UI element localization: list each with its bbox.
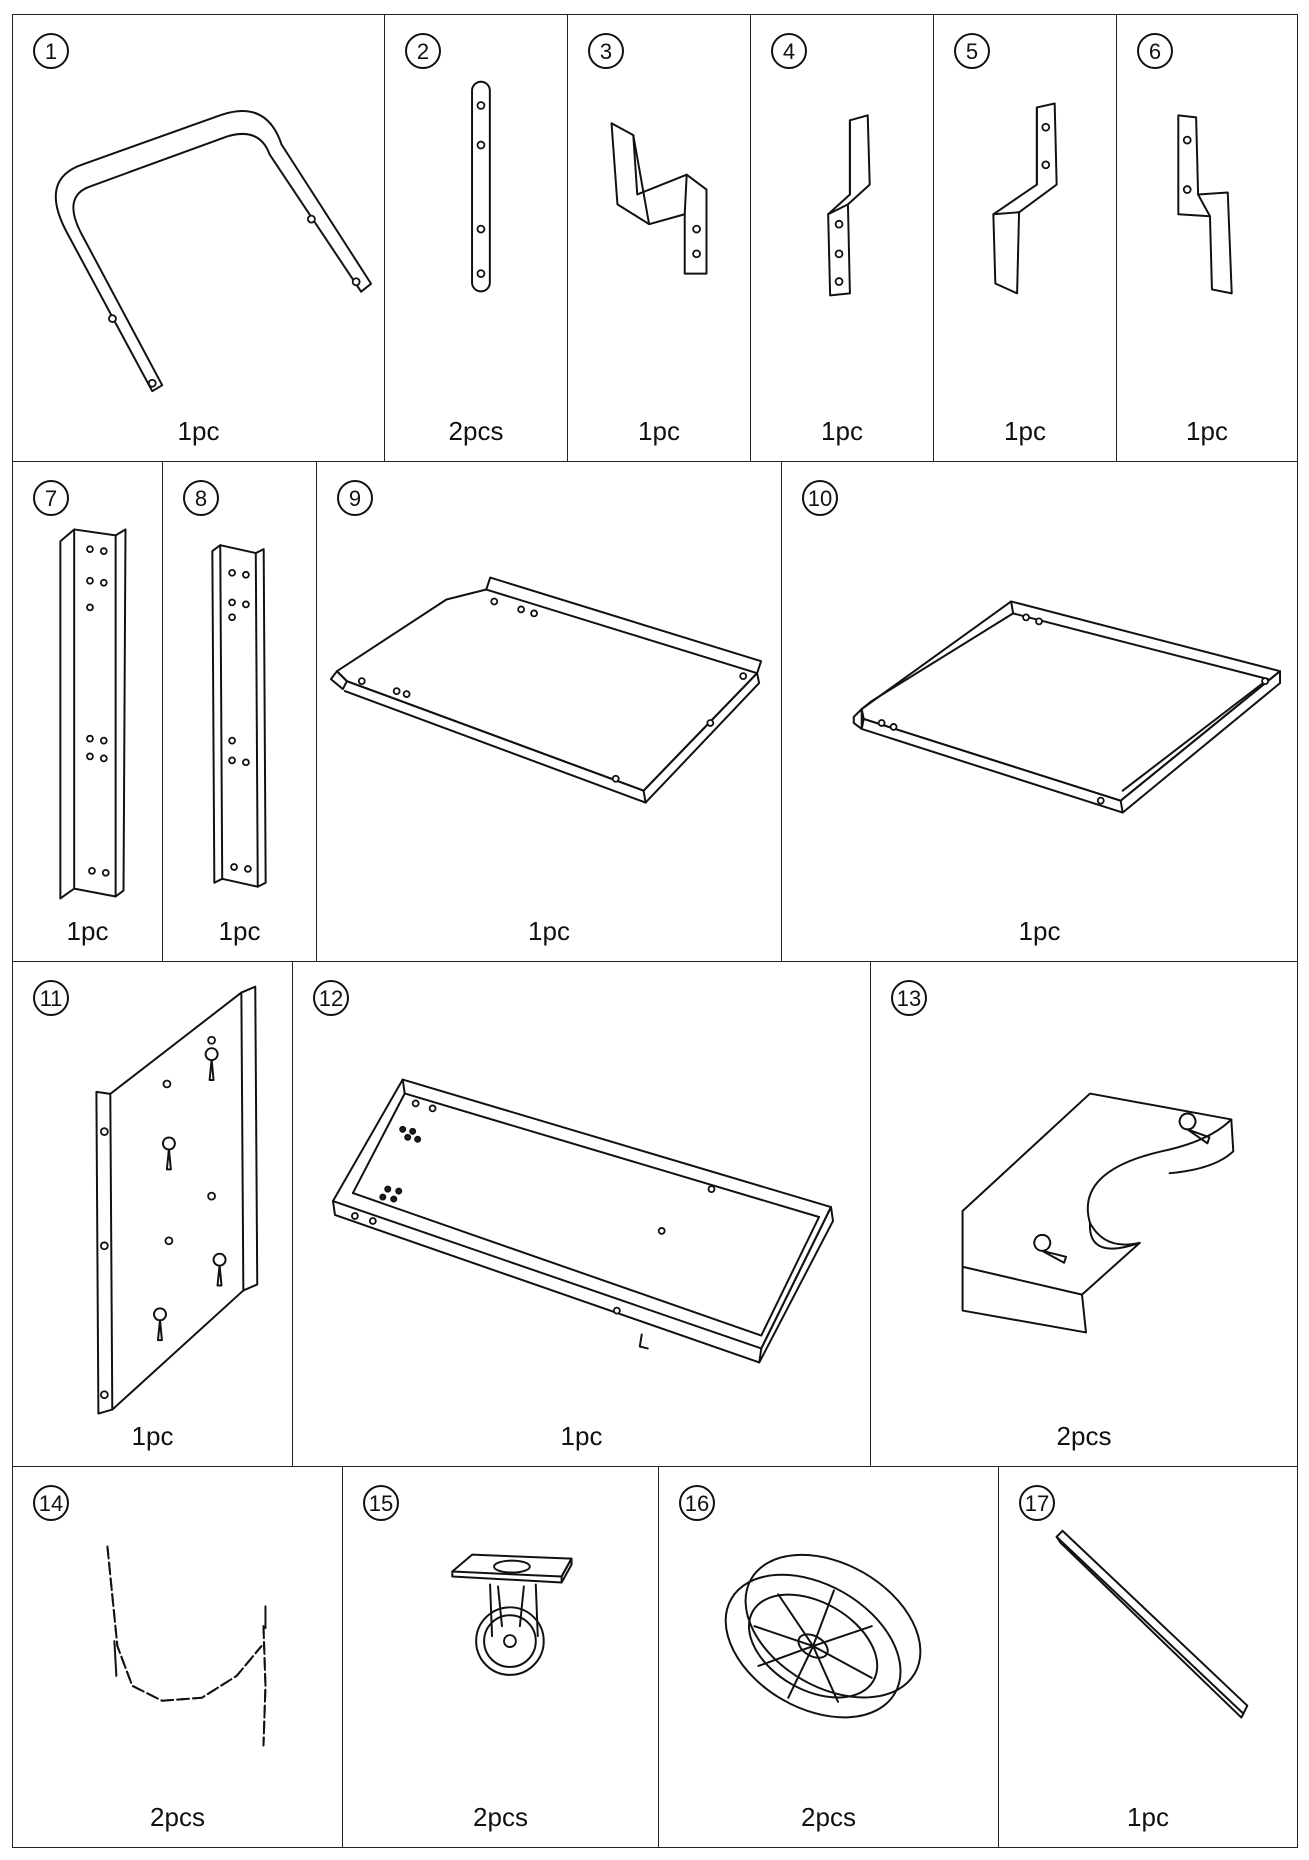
part-cell-2: 2 2pcs: [384, 14, 568, 462]
part-number: 10: [802, 480, 838, 516]
part-cell-6: 6 1pc: [1116, 14, 1298, 462]
part-cell-14: 14 2pcs: [12, 1466, 343, 1848]
part-quantity: 2pcs: [1056, 1421, 1112, 1451]
offset-bracket-icon: [992, 102, 1058, 295]
part-quantity: 1pc: [1186, 416, 1228, 446]
part-quantity: 1pc: [218, 916, 261, 946]
part-quantity: 1pc: [1018, 916, 1061, 946]
part-number: 8: [183, 480, 219, 516]
part-quantity: 1pc: [66, 916, 109, 946]
part-cell-4: 4 1pc: [750, 14, 934, 462]
channel-post-icon: [59, 528, 127, 900]
part-number: 4: [771, 33, 807, 69]
part-number: 12: [313, 980, 349, 1016]
part-number: 2: [405, 33, 441, 69]
caster-icon: [451, 1553, 573, 1676]
part-number: 11: [33, 980, 69, 1016]
base-tray-icon: [331, 1078, 834, 1364]
part-quantity: 1pc: [1004, 416, 1046, 446]
part-cell-10: 10 1pc: [781, 461, 1298, 962]
axle-rod-icon: [1055, 1529, 1249, 1719]
part-cell-17: 17 1pc: [998, 1466, 1298, 1848]
part-number: 3: [588, 33, 624, 69]
part-quantity: 2pcs: [473, 1802, 528, 1832]
cylinder-holder-icon: [961, 1092, 1235, 1334]
part-number: 6: [1137, 33, 1173, 69]
part-number: 9: [337, 480, 373, 516]
part-cell-13: 13 2pcs: [870, 961, 1298, 1467]
part-quantity: 1pc: [528, 916, 570, 946]
part-number: 13: [891, 980, 927, 1016]
frame-panel-icon: [329, 576, 763, 804]
part-number: 1: [33, 33, 69, 69]
part-cell-7: 7 1pc: [12, 461, 163, 962]
part-quantity: 1pc: [1127, 1802, 1169, 1832]
part-quantity: 1pc: [177, 416, 220, 446]
part-cell-15: 15 2pcs: [342, 1466, 659, 1848]
part-quantity: 1pc: [131, 1421, 174, 1451]
part-quantity: 2pcs: [448, 416, 504, 446]
z-bracket-icon: [1177, 114, 1233, 295]
u-handle-icon: [54, 110, 373, 393]
flat-bar-icon: [471, 80, 491, 293]
part-cell-12: 12 1pc: [292, 961, 871, 1467]
part-quantity: 1pc: [560, 1421, 603, 1451]
chain-icon: [106, 1545, 267, 1747]
offset-bracket-icon: [827, 114, 871, 297]
part-cell-1: 1 1pc: [12, 14, 385, 462]
part-number: 7: [33, 480, 69, 516]
channel-post-icon: [211, 544, 267, 888]
part-number: 16: [679, 1485, 715, 1521]
part-number: 5: [954, 33, 990, 69]
part-quantity: 1pc: [638, 416, 680, 446]
part-number: 14: [33, 1485, 69, 1521]
back-panel-icon: [95, 985, 259, 1415]
part-cell-8: 8 1pc: [162, 461, 317, 962]
part-cell-16: 16 2pcs: [658, 1466, 999, 1848]
part-cell-11: 11 1pc: [12, 961, 293, 1467]
z-bracket-icon: [610, 122, 708, 275]
part-quantity: 2pcs: [801, 1802, 856, 1832]
part-cell-5: 5 1pc: [933, 14, 1117, 462]
part-cell-3: 3 1pc: [567, 14, 751, 462]
part-quantity: 2pcs: [150, 1802, 205, 1832]
tray-frame-icon: [852, 600, 1282, 814]
part-number: 17: [1019, 1485, 1055, 1521]
part-cell-9: 9 1pc: [316, 461, 782, 962]
part-quantity: 1pc: [821, 416, 863, 446]
part-number: 15: [363, 1485, 399, 1521]
wheel-icon: [724, 1553, 922, 1719]
